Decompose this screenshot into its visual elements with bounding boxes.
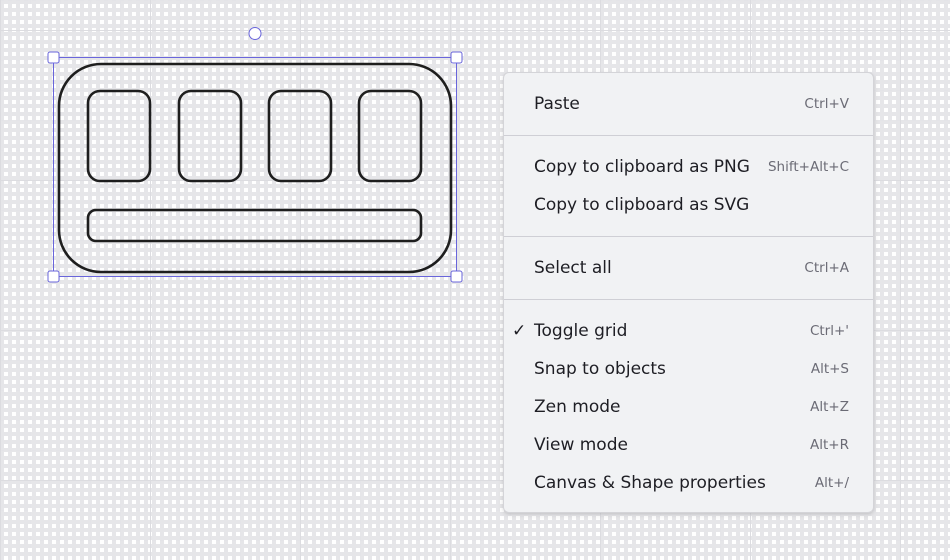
key-3[interactable]: [267, 89, 333, 183]
menu-separator: [504, 236, 873, 237]
menu-item-label: Toggle grid: [534, 321, 628, 341]
menu-item-label: Copy to clipboard as SVG: [534, 195, 750, 215]
menu-item-canvas-and-shape-properties[interactable]: Canvas & Shape properties Alt+/: [504, 464, 873, 502]
menu-item-select-all[interactable]: Select all Ctrl+A: [504, 249, 873, 287]
menu-item-copy-to-clipboard-as-svg[interactable]: Copy to clipboard as SVG: [504, 186, 873, 224]
key-2[interactable]: [177, 89, 243, 183]
resize-handle-bottom-left[interactable]: [47, 270, 60, 283]
menu-item-copy-to-clipboard-as-png[interactable]: Copy to clipboard as PNG Shift+Alt+C: [504, 148, 873, 186]
resize-handle-top-left[interactable]: [47, 51, 60, 64]
menu-separator: [504, 299, 873, 300]
menu-item-shortcut: Shift+Alt+C: [767, 159, 849, 175]
spacebar[interactable]: [86, 208, 423, 243]
key-4[interactable]: [357, 89, 423, 183]
menu-item-shortcut: Alt+/: [814, 475, 849, 491]
checkmark-icon: ✓: [512, 321, 527, 341]
menu-item-label: View mode: [534, 435, 628, 455]
key-1[interactable]: [86, 89, 152, 183]
menu-item-shortcut: Alt+Z: [810, 399, 849, 415]
menu-item-zen-mode[interactable]: Zen mode Alt+Z: [504, 388, 873, 426]
selection-box[interactable]: [47, 27, 463, 283]
resize-handle-bottom-right[interactable]: [450, 270, 463, 283]
resize-handle-top-right[interactable]: [450, 51, 463, 64]
keyboard-outline[interactable]: [57, 62, 453, 274]
selection-outline: [53, 57, 457, 277]
menu-item-view-mode[interactable]: View mode Alt+R: [504, 426, 873, 464]
rotate-handle[interactable]: [248, 27, 262, 40]
context-menu: Paste Ctrl+V Copy to clipboard as PNG Shift…: [503, 72, 874, 513]
menu-item-shortcut: Ctrl+V: [804, 96, 849, 112]
menu-item-shortcut: Alt+S: [810, 361, 849, 377]
menu-item-toggle-grid[interactable]: ✓ Toggle grid Ctrl+': [504, 312, 873, 350]
menu-separator: [504, 135, 873, 136]
menu-item-shortcut: Ctrl+A: [804, 260, 849, 276]
menu-item-label: Copy to clipboard as PNG: [534, 157, 750, 177]
menu-item-paste[interactable]: Paste Ctrl+V: [504, 85, 873, 123]
keyboard-shape[interactable]: [57, 62, 453, 274]
menu-item-shortcut: Alt+R: [810, 437, 849, 453]
menu-item-label: Select all: [534, 258, 612, 278]
menu-item-label: Zen mode: [534, 397, 621, 417]
menu-item-label: Canvas & Shape properties: [534, 473, 766, 493]
menu-item-label: Paste: [534, 94, 580, 114]
menu-item-label: Snap to objects: [534, 359, 666, 379]
menu-item-shortcut: Ctrl+': [809, 323, 849, 339]
menu-item-snap-to-objects[interactable]: Snap to objects Alt+S: [504, 350, 873, 388]
